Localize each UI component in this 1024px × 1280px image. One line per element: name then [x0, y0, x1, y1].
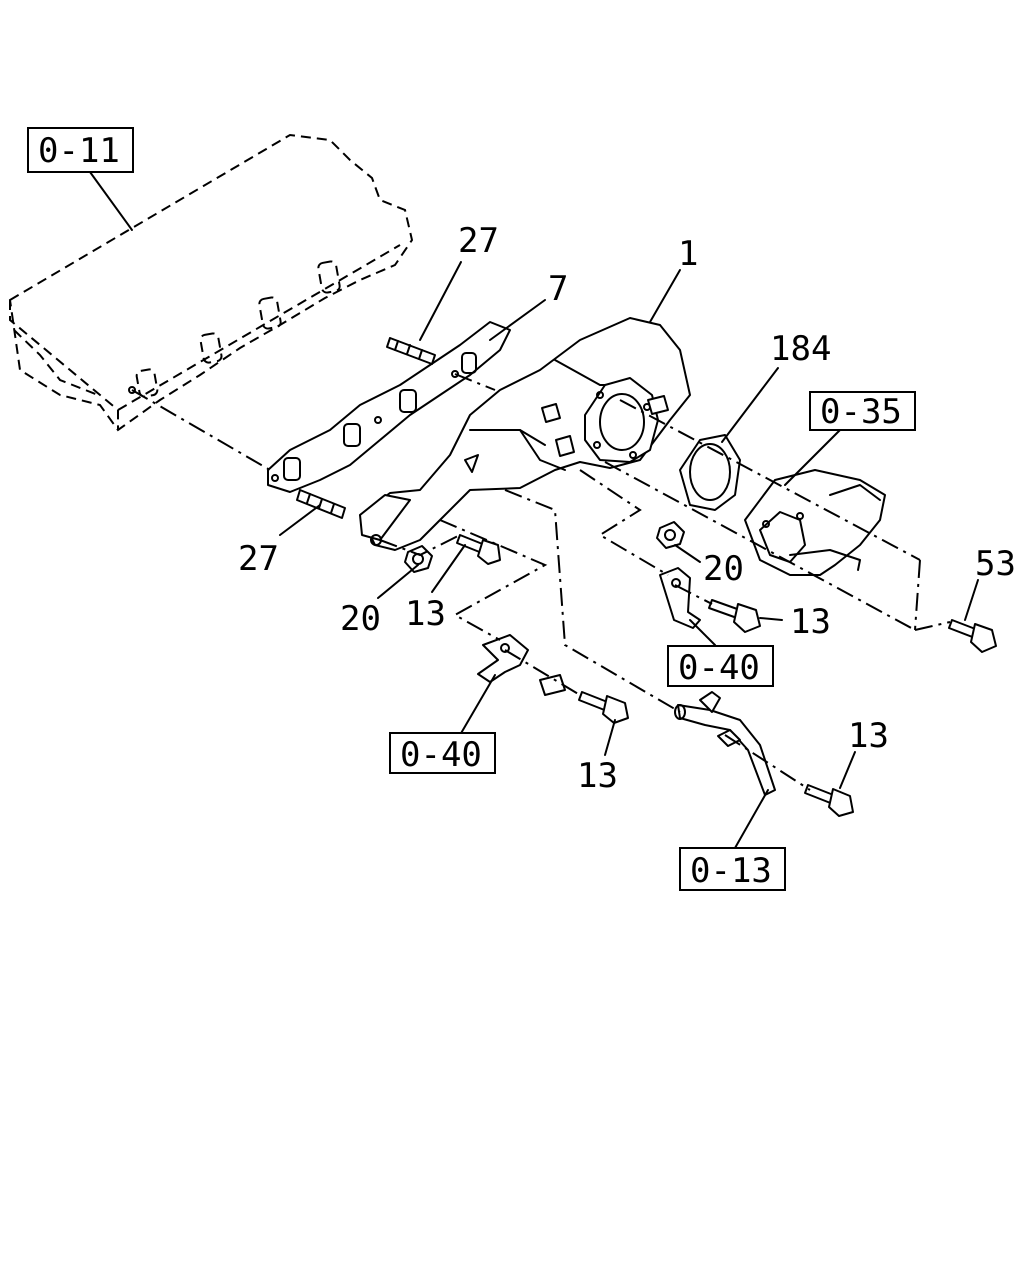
ref-box-pipe[interactable]: 0-13 [679, 847, 786, 891]
callout-manifold: 1 [678, 234, 698, 274]
bolt-right [708, 599, 761, 633]
nut-right [656, 521, 685, 549]
pipe [674, 691, 776, 796]
alignment-lines [131, 373, 951, 791]
callout-gasket: 7 [548, 269, 568, 309]
callout-stud-left: 27 [238, 539, 279, 579]
bolt-left [456, 534, 501, 565]
callout-stud-top: 27 [458, 221, 499, 261]
bracket-left [477, 634, 566, 696]
svg-text:0-13: 0-13 [690, 851, 772, 891]
turbo-outlet-housing [744, 469, 886, 576]
callout-bolt-right: 13 [790, 602, 831, 642]
svg-text:0-40: 0-40 [678, 648, 760, 688]
bolt-outlet [948, 619, 997, 653]
callout-bolt-left: 13 [405, 594, 446, 634]
cylinder-head-phantom [8, 133, 414, 432]
callout-nut-right: 20 [703, 549, 744, 589]
bolt-bracket [578, 691, 629, 724]
callout-numbers: 27 7 1 184 27 20 13 20 13 53 13 13 [238, 221, 1016, 796]
ref-box-turbo-outlet[interactable]: 0-35 [809, 391, 916, 432]
nut-left [404, 545, 433, 573]
callout-bolt-pipe: 13 [848, 716, 889, 756]
callout-bolt-bracket: 13 [577, 756, 618, 796]
callout-bolt-outlet: 53 [975, 544, 1016, 584]
callout-nut-left: 20 [340, 599, 381, 639]
bolt-pipe [804, 784, 854, 817]
bracket-right [659, 567, 701, 629]
stud-top [386, 337, 436, 365]
svg-text:0-11: 0-11 [38, 131, 120, 171]
leader-cylinder-head [89, 171, 133, 231]
exhaust-manifold [359, 317, 691, 551]
leader-lines [279, 261, 979, 849]
ref-box-bracket-left[interactable]: 0-40 [389, 732, 496, 775]
svg-text:0-40: 0-40 [400, 735, 482, 775]
manifold-gasket [267, 321, 511, 493]
ref-box-cylinder-head[interactable]: 0-11 [27, 127, 134, 173]
svg-text:0-35: 0-35 [820, 392, 902, 432]
ref-box-bracket-right[interactable]: 0-40 [667, 645, 774, 688]
callout-flange-gasket: 184 [770, 329, 831, 369]
stud-left [296, 489, 346, 519]
flange-gasket [679, 434, 741, 511]
